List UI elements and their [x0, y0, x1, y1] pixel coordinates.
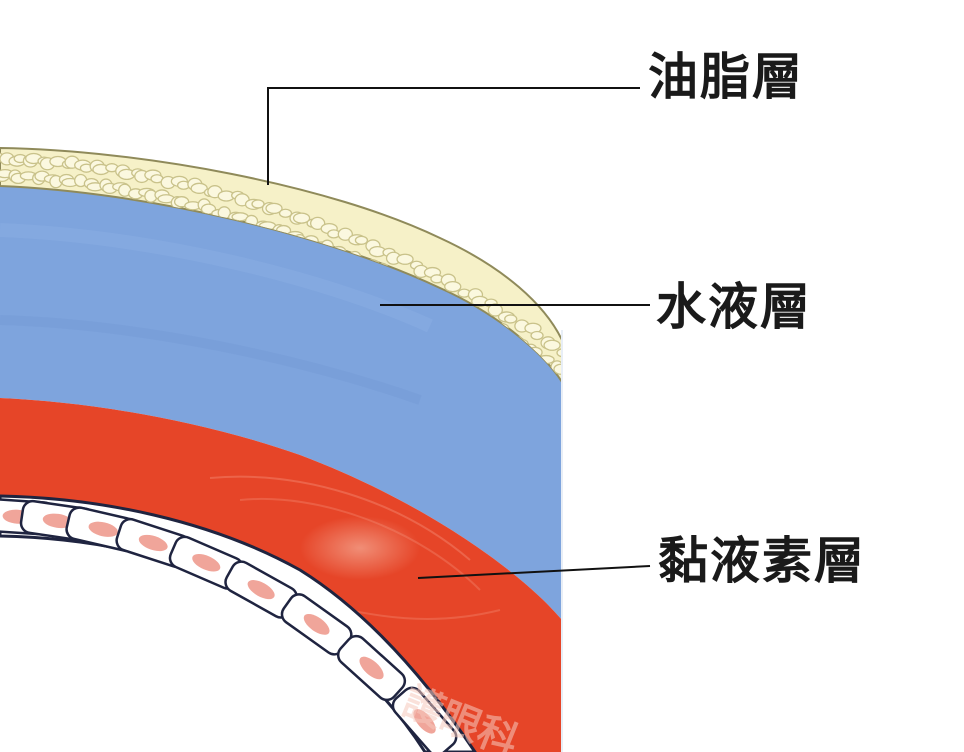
- cell-nucleus: [88, 521, 118, 537]
- lipid-droplet: [556, 348, 562, 358]
- cell-nucleus: [303, 613, 330, 635]
- cell-nucleus: [138, 534, 168, 552]
- cell-nucleus: [359, 656, 384, 680]
- cell-nucleus: [192, 553, 221, 572]
- lipid-layer: [0, 146, 562, 384]
- lipid-leader-line: [267, 87, 640, 185]
- lipid-droplet: [337, 227, 353, 241]
- lipid-droplet: [310, 216, 326, 231]
- lipid-layer-label: 油脂層: [648, 48, 804, 106]
- cell-nucleus: [42, 513, 73, 529]
- aqueous-layer-label: 水液層: [656, 278, 812, 336]
- lipid-droplet: [292, 212, 311, 224]
- lipid-droplet: [396, 253, 414, 265]
- lipid-droplet: [190, 182, 208, 194]
- lipid-droplet: [251, 199, 265, 209]
- lipid-droplet: [543, 339, 561, 351]
- epithelial-cell: [391, 686, 458, 752]
- lipid-droplet: [444, 280, 462, 293]
- cell-nucleus: [413, 709, 436, 734]
- lipid-droplet: [278, 208, 293, 218]
- mucin-layer: [0, 398, 562, 752]
- mucin-layer-label: 黏液素層: [658, 532, 866, 590]
- aqueous-layer: [0, 186, 562, 620]
- cell-nucleus: [247, 580, 275, 600]
- lipid-droplet: [265, 202, 283, 215]
- mucin-leader-line: [417, 565, 651, 579]
- epithelial-cell: [168, 535, 244, 590]
- epithelial-cells: [0, 497, 458, 752]
- lipid-droplet: [530, 330, 544, 341]
- lipid-droplet: [354, 235, 369, 245]
- lipid-droplet: [504, 314, 518, 324]
- epithelial-cell: [336, 634, 407, 702]
